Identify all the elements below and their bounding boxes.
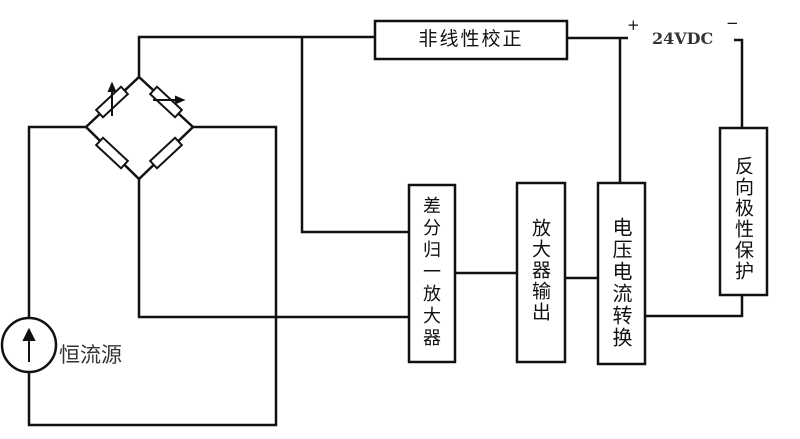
wire-converter-to-protection bbox=[645, 295, 744, 318]
wire-tap-to-diff bbox=[300, 37, 409, 234]
diff-amp-label: 差分归一放大器 bbox=[420, 196, 441, 350]
current-source-symbol bbox=[0, 316, 58, 374]
amp-output-label: 放大器输出 bbox=[529, 218, 551, 323]
current-source-label: 恒流源 bbox=[59, 343, 122, 367]
wire-correction-to-converter bbox=[567, 36, 628, 183]
vi-converter-label: 电压电流转换 bbox=[609, 217, 633, 349]
nonlinear-correction-box bbox=[373, 19, 569, 61]
resistor-bottom-right bbox=[148, 136, 184, 170]
wire-protection-to-minus bbox=[734, 38, 744, 128]
supply-plus-sign: + bbox=[627, 16, 640, 34]
bridge bbox=[84, 75, 195, 181]
amp-output-box bbox=[515, 181, 567, 364]
resistor-bottom-left bbox=[94, 136, 130, 170]
diff-amp-box bbox=[407, 183, 457, 364]
wire-bridge-bottom bbox=[137, 179, 409, 319]
wire-left-loop bbox=[27, 125, 278, 427]
supply-minus-sign: − bbox=[726, 14, 739, 32]
supply-voltage-label: 24VDC bbox=[652, 29, 714, 48]
reverse-protection-label: 反向极性保护 bbox=[732, 156, 754, 282]
resistor-top-right bbox=[148, 85, 184, 119]
reverse-protection-box bbox=[718, 126, 769, 297]
vi-converter-box bbox=[596, 181, 647, 366]
wire-top bbox=[137, 35, 375, 77]
nonlinear-correction-label: 非线性校正 bbox=[418, 28, 524, 50]
